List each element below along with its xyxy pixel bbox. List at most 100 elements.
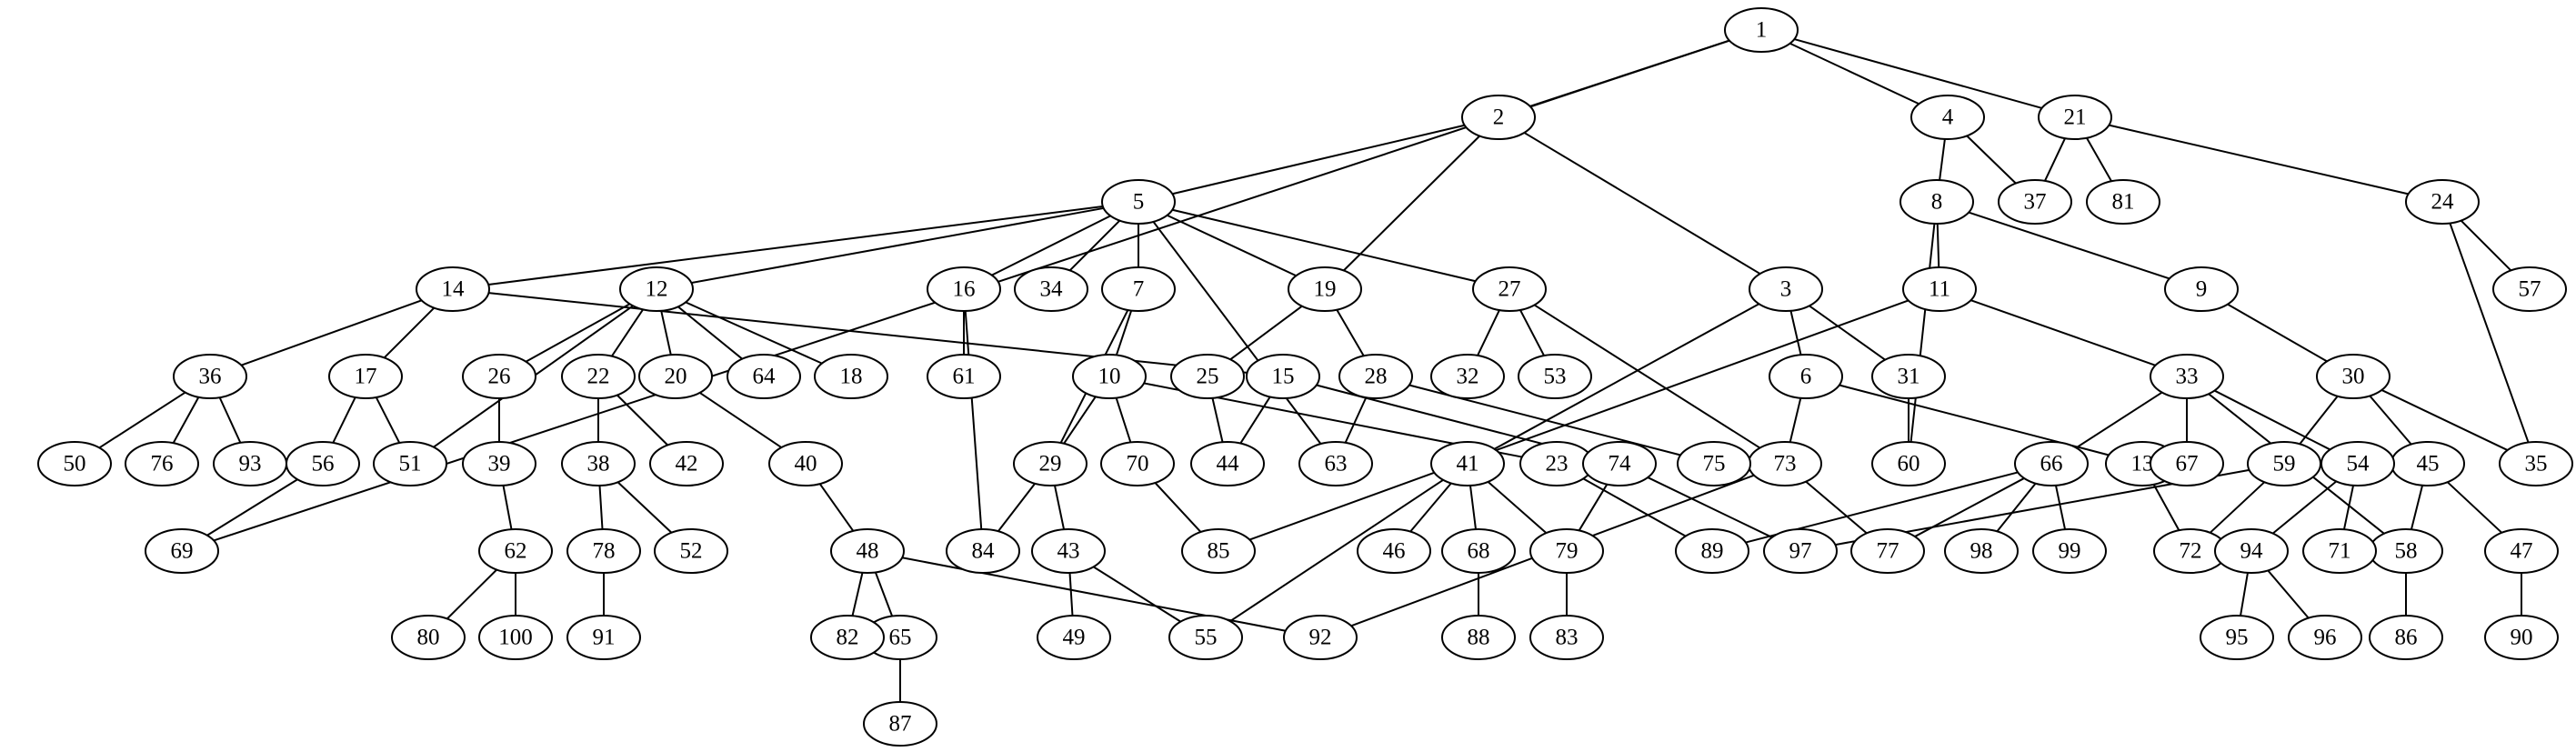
node-89[interactable]: 89	[1675, 528, 1749, 574]
node-45[interactable]: 45	[2391, 441, 2465, 486]
node-33[interactable]: 33	[2150, 354, 2224, 399]
edge-17-56	[332, 396, 356, 444]
node-10[interactable]: 10	[1072, 354, 1147, 399]
node-32[interactable]: 32	[1430, 354, 1505, 399]
node-61[interactable]: 61	[927, 354, 1001, 399]
node-6[interactable]: 6	[1769, 354, 1843, 399]
node-84[interactable]: 84	[946, 528, 1020, 574]
node-71[interactable]: 71	[2302, 528, 2377, 574]
node-15[interactable]: 15	[1246, 354, 1320, 399]
node-54[interactable]: 54	[2320, 441, 2395, 486]
node-60[interactable]: 60	[1871, 441, 1946, 486]
node-51[interactable]: 51	[373, 441, 447, 486]
node-8[interactable]: 8	[1899, 179, 1974, 225]
node-88[interactable]: 88	[1441, 615, 1516, 660]
node-5[interactable]: 5	[1101, 179, 1176, 225]
node-73[interactable]: 73	[1748, 441, 1822, 486]
node-98[interactable]: 98	[1944, 528, 2019, 574]
node-82[interactable]: 82	[810, 615, 885, 660]
node-66[interactable]: 66	[2014, 441, 2089, 486]
node-50[interactable]: 50	[37, 441, 112, 486]
node-36[interactable]: 36	[173, 354, 247, 399]
node-53[interactable]: 53	[1518, 354, 1592, 399]
node-3[interactable]: 3	[1749, 266, 1823, 312]
node-21[interactable]: 21	[2038, 95, 2112, 140]
node-96[interactable]: 96	[2288, 615, 2362, 660]
node-9[interactable]: 9	[2164, 266, 2239, 312]
node-55[interactable]: 55	[1168, 615, 1243, 660]
node-90[interactable]: 90	[2484, 615, 2559, 660]
node-86[interactable]: 86	[2369, 615, 2443, 660]
node-41[interactable]: 41	[1430, 441, 1505, 486]
edge-41-55	[1229, 478, 1444, 623]
node-14[interactable]: 14	[416, 266, 490, 312]
node-26[interactable]: 26	[462, 354, 536, 399]
node-81[interactable]: 81	[2086, 179, 2160, 225]
node-44[interactable]: 44	[1190, 441, 1265, 486]
node-34[interactable]: 34	[1014, 266, 1088, 312]
node-43[interactable]: 43	[1031, 528, 1106, 574]
node-79[interactable]: 79	[1529, 528, 1604, 574]
node-16[interactable]: 16	[927, 266, 1001, 312]
node-78[interactable]: 78	[566, 528, 641, 574]
node-40[interactable]: 40	[768, 441, 843, 486]
node-64[interactable]: 64	[727, 354, 801, 399]
node-94[interactable]: 94	[2214, 528, 2289, 574]
node-75[interactable]: 75	[1677, 441, 1751, 486]
node-28[interactable]: 28	[1338, 354, 1413, 399]
node-35[interactable]: 35	[2499, 441, 2573, 486]
node-92[interactable]: 92	[1283, 615, 1358, 660]
node-31[interactable]: 31	[1871, 354, 1946, 399]
node-62[interactable]: 62	[478, 528, 553, 574]
node-74[interactable]: 74	[1582, 441, 1657, 486]
node-52[interactable]: 52	[654, 528, 728, 574]
node-69[interactable]: 69	[145, 528, 219, 574]
node-59[interactable]: 59	[2247, 441, 2321, 486]
node-47[interactable]: 47	[2484, 528, 2559, 574]
node-38[interactable]: 38	[561, 441, 636, 486]
node-97[interactable]: 97	[1763, 528, 1838, 574]
node-100[interactable]: 100	[478, 615, 553, 660]
node-83[interactable]: 83	[1529, 615, 1604, 660]
node-57[interactable]: 57	[2492, 266, 2567, 312]
node-39[interactable]: 39	[462, 441, 536, 486]
node-68[interactable]: 68	[1441, 528, 1516, 574]
node-91[interactable]: 91	[566, 615, 641, 660]
node-7[interactable]: 7	[1101, 266, 1176, 312]
node-56[interactable]: 56	[286, 441, 360, 486]
node-63[interactable]: 63	[1298, 441, 1373, 486]
node-29[interactable]: 29	[1013, 441, 1088, 486]
node-18[interactable]: 18	[814, 354, 888, 399]
node-12[interactable]: 12	[619, 266, 694, 312]
node-20[interactable]: 20	[638, 354, 713, 399]
node-46[interactable]: 46	[1357, 528, 1431, 574]
node-58[interactable]: 58	[2369, 528, 2443, 574]
node-67[interactable]: 67	[2150, 441, 2224, 486]
node-49[interactable]: 49	[1037, 615, 1111, 660]
node-76[interactable]: 76	[125, 441, 199, 486]
node-1[interactable]: 1	[1724, 7, 1799, 53]
node-77[interactable]: 77	[1850, 528, 1925, 574]
node-4[interactable]: 4	[1910, 95, 1985, 140]
node-25[interactable]: 25	[1170, 354, 1245, 399]
node-37[interactable]: 37	[1998, 179, 2072, 225]
node-70[interactable]: 70	[1100, 441, 1175, 486]
node-99[interactable]: 99	[2032, 528, 2107, 574]
node-11[interactable]: 11	[1902, 266, 1977, 312]
node-24[interactable]: 24	[2405, 179, 2480, 225]
edge-30-35	[2381, 389, 2509, 451]
node-85[interactable]: 85	[1181, 528, 1256, 574]
node-27[interactable]: 27	[1472, 266, 1547, 312]
node-80[interactable]: 80	[391, 615, 466, 660]
node-ellipse	[2200, 615, 2274, 660]
node-2[interactable]: 2	[1461, 95, 1536, 140]
node-30[interactable]: 30	[2316, 354, 2391, 399]
node-93[interactable]: 93	[213, 441, 287, 486]
node-17[interactable]: 17	[328, 354, 403, 399]
node-42[interactable]: 42	[649, 441, 724, 486]
node-19[interactable]: 19	[1288, 266, 1362, 312]
node-22[interactable]: 22	[561, 354, 636, 399]
node-48[interactable]: 48	[830, 528, 905, 574]
node-87[interactable]: 87	[863, 701, 937, 747]
node-95[interactable]: 95	[2200, 615, 2274, 660]
